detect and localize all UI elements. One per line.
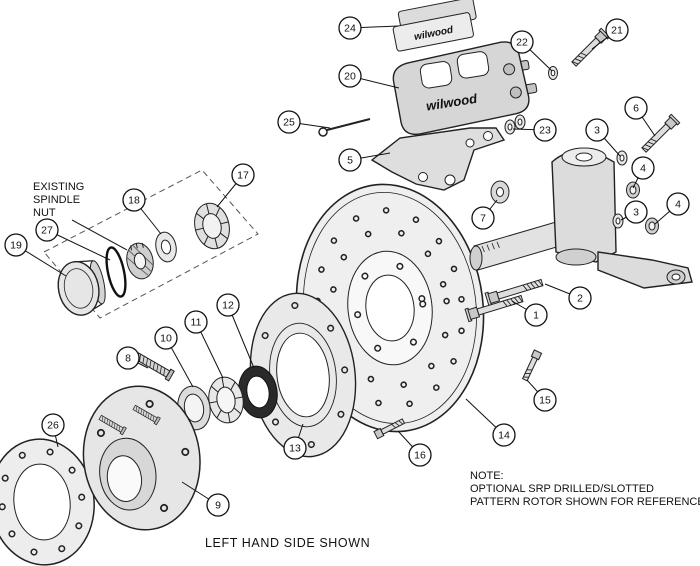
callout-8: 8 (116, 346, 149, 370)
washer-3a (616, 150, 628, 166)
callout-1: 1 (511, 300, 548, 327)
svg-text:11: 11 (191, 317, 202, 329)
callout-20: 20 (338, 64, 400, 89)
caliper-bracket (370, 127, 506, 191)
spindle-nut-label-line3: NUT (33, 207, 56, 219)
svg-text:5: 5 (347, 155, 353, 167)
callout-11: 11 (184, 310, 224, 379)
callout-7: 7 (471, 199, 498, 230)
callout-21: 21 (591, 18, 629, 50)
svg-text:7: 7 (480, 213, 486, 225)
svg-text:15: 15 (539, 395, 551, 407)
nut-4a (626, 181, 640, 199)
callout-4: 4 (654, 192, 690, 225)
callout-18: 18 (122, 188, 162, 235)
spindle-nut-label-pointer (71, 219, 128, 251)
callout-6: 6 (624, 96, 656, 137)
callout-17: 17 (216, 163, 255, 208)
svg-text:24: 24 (344, 23, 356, 35)
svg-text:21: 21 (611, 25, 623, 37)
callout-16: 16 (397, 430, 432, 467)
washer-3b (612, 213, 624, 229)
callout-9: 9 (181, 481, 230, 517)
caliper-mount-bolt (569, 27, 611, 69)
note-line3: PATTERN ROTOR SHOWN FOR REFERENCE (470, 496, 700, 508)
svg-text:9: 9 (215, 500, 221, 512)
spindle-nut-label-line2: SPINDLE (33, 194, 80, 206)
spindle-bolt (639, 113, 681, 155)
rotor-adapter-ring (0, 438, 95, 566)
bracket-spacer (490, 180, 510, 204)
spindle (469, 147, 693, 289)
svg-text:16: 16 (414, 450, 426, 462)
inner-bearing (208, 376, 244, 424)
dust-cap (57, 260, 106, 316)
diagram-caption: LEFT HAND SIDE SHOWN (205, 536, 370, 550)
callout-15: 15 (526, 379, 557, 412)
wheel-stud (133, 350, 175, 382)
pad-retainer-pin (318, 118, 371, 137)
svg-text:4: 4 (675, 199, 681, 211)
callout-19: 19 (4, 233, 67, 277)
spindle-washer (155, 231, 177, 263)
svg-text:13: 13 (289, 443, 301, 455)
spindle-nut-label-line1: EXISTING (33, 181, 84, 193)
brake-pads: wilwood (392, 0, 477, 52)
svg-text:20: 20 (344, 71, 356, 83)
callout-14: 14 (465, 398, 516, 447)
o-ring (105, 246, 127, 298)
svg-text:18: 18 (128, 195, 140, 207)
callout-12: 12 (216, 293, 255, 369)
svg-text:4: 4 (640, 163, 646, 175)
svg-text:26: 26 (47, 420, 59, 432)
callout-24: 24 (338, 16, 399, 40)
note-line1: NOTE: (470, 470, 504, 482)
callout-3: 3 (585, 118, 621, 157)
svg-text:8: 8 (125, 353, 131, 365)
callout-10: 10 (154, 326, 194, 388)
svg-text:3: 3 (633, 207, 639, 219)
caliper: wilwood (392, 41, 538, 136)
svg-text:12: 12 (222, 300, 234, 312)
bolt-15 (520, 349, 543, 382)
svg-text:10: 10 (160, 333, 172, 345)
svg-text:27: 27 (41, 225, 53, 237)
nut-4b (645, 217, 659, 235)
callout-25: 25 (277, 110, 331, 134)
callout-2: 2 (544, 283, 592, 310)
callout-3: 3 (620, 200, 648, 224)
svg-text:6: 6 (633, 103, 639, 115)
outer-bearing (194, 202, 230, 250)
callout-22: 22 (510, 30, 553, 72)
callout-26: 26 (41, 413, 65, 448)
callout-13: 13 (283, 423, 307, 460)
svg-text:25: 25 (283, 117, 295, 129)
callout-5: 5 (338, 148, 391, 172)
svg-text:14: 14 (498, 430, 510, 442)
svg-text:17: 17 (237, 170, 249, 182)
svg-text:3: 3 (594, 125, 600, 137)
bracket-washers (504, 114, 526, 135)
note-line2: OPTIONAL SRP DRILLED/SLOTTED (470, 483, 654, 495)
callout-23: 23 (512, 118, 557, 142)
svg-text:1: 1 (533, 310, 539, 322)
svg-text:19: 19 (10, 240, 22, 252)
callout-27: 27 (35, 218, 111, 261)
spindle-nut-part (126, 242, 154, 280)
svg-text:22: 22 (516, 37, 528, 49)
callout-4: 4 (631, 156, 655, 189)
bearing-race (238, 365, 278, 419)
svg-text:23: 23 (539, 125, 551, 137)
svg-text:2: 2 (577, 293, 583, 305)
